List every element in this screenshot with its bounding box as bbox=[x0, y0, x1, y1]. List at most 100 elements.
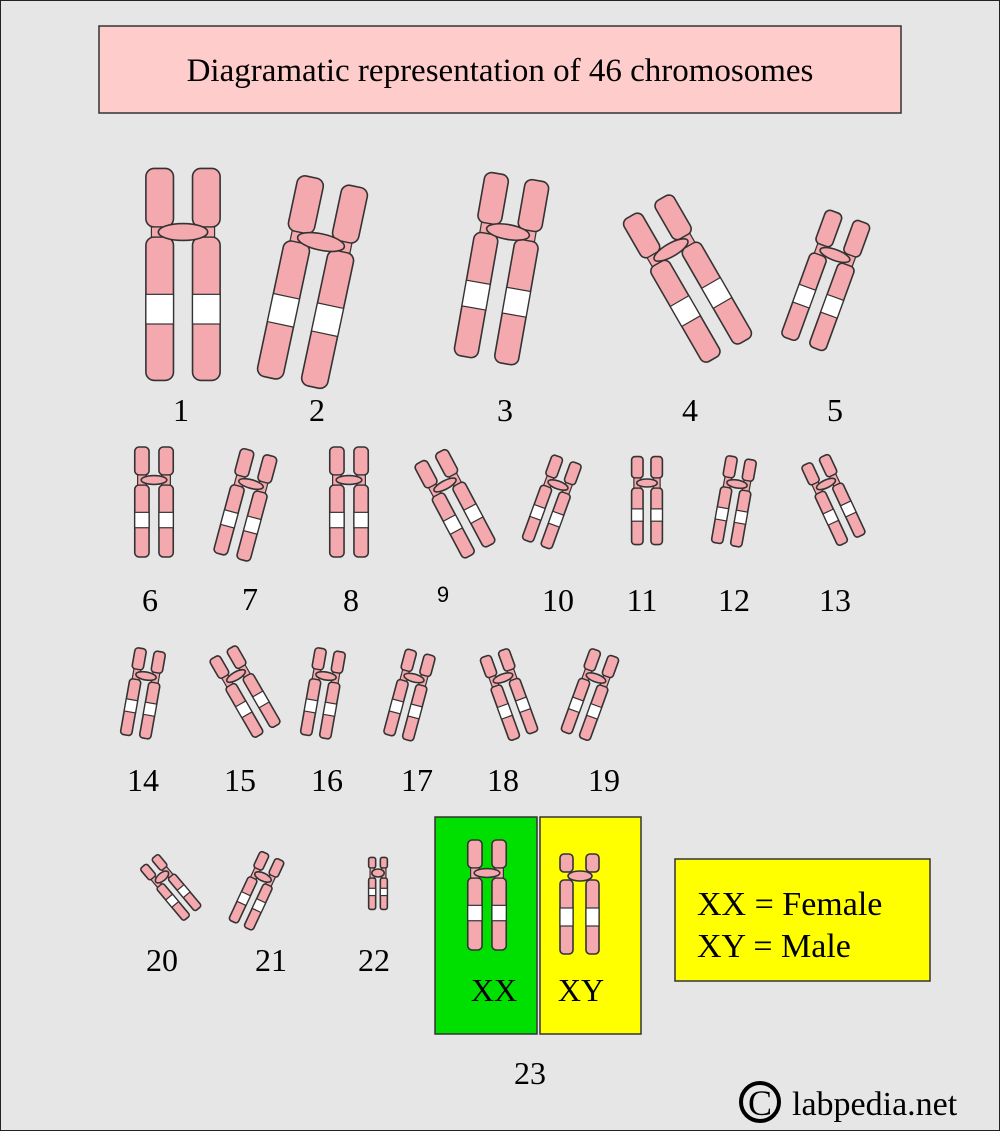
chromatid bbox=[236, 454, 278, 562]
chromosome-pair-10 bbox=[521, 454, 582, 550]
chromosome-label-19: 19 bbox=[588, 762, 620, 798]
chromatid bbox=[622, 212, 721, 363]
chromosome-label-9: 9 bbox=[437, 582, 449, 607]
chromosome-label-8: 8 bbox=[343, 582, 359, 618]
chromatid bbox=[138, 650, 167, 740]
title-box bbox=[98, 25, 902, 114]
female-sex-chromosome-box bbox=[434, 816, 538, 1035]
chromatid bbox=[630, 455, 644, 546]
chromatid bbox=[466, 839, 483, 951]
chromatid bbox=[729, 458, 758, 548]
chromatid bbox=[379, 856, 389, 911]
chromosome-pair-9 bbox=[414, 448, 496, 559]
centromere bbox=[225, 668, 247, 684]
chromosome-label-18: 18 bbox=[487, 762, 519, 798]
chromosome-label-13: 13 bbox=[819, 582, 851, 618]
chromatid bbox=[133, 446, 150, 558]
centromere bbox=[653, 238, 689, 262]
chromosome-label-3: 3 bbox=[497, 392, 513, 428]
chromatid bbox=[367, 856, 377, 911]
chromatid bbox=[151, 854, 202, 912]
centromere bbox=[485, 222, 531, 242]
chromatid bbox=[521, 454, 564, 543]
chromosome-label-2: 2 bbox=[309, 392, 325, 428]
centromere bbox=[473, 867, 501, 879]
chromatid bbox=[158, 446, 175, 558]
chromosome-pair-12 bbox=[710, 455, 758, 548]
chromatid bbox=[491, 839, 508, 951]
chromatid bbox=[145, 167, 175, 382]
chromatid bbox=[226, 645, 281, 729]
chromatid bbox=[453, 171, 510, 359]
chromatid bbox=[818, 453, 866, 538]
watermark: C labpedia.net bbox=[739, 1081, 958, 1123]
legend-male: XY = Male bbox=[697, 928, 851, 965]
legend-female: XX = Female bbox=[697, 886, 882, 923]
chromatid bbox=[497, 648, 539, 735]
chromosome-label-6: 6 bbox=[142, 582, 158, 618]
chromosome-pair-1 bbox=[145, 167, 221, 382]
copyright-symbol: C bbox=[748, 1083, 772, 1123]
diagram-title: Diagramatic representation of 46 chromos… bbox=[187, 53, 814, 89]
chromosome-label-15: 15 bbox=[224, 762, 256, 798]
centromere bbox=[253, 870, 273, 884]
chromosome-pair-17 bbox=[383, 648, 436, 742]
chromosome-pair-xx bbox=[466, 839, 508, 951]
chromosome-label-20: 20 bbox=[146, 942, 178, 978]
chromosomes bbox=[119, 167, 871, 931]
chromatid bbox=[328, 446, 345, 558]
centromere bbox=[135, 670, 157, 682]
centromere bbox=[819, 246, 851, 264]
chromatid bbox=[781, 209, 843, 342]
chromatid bbox=[119, 647, 147, 737]
centromere bbox=[335, 474, 363, 486]
chromosome-pair-4 bbox=[622, 194, 753, 363]
centromere bbox=[547, 479, 569, 491]
centromere bbox=[815, 477, 837, 491]
chromatid bbox=[434, 448, 496, 548]
centromere bbox=[492, 672, 514, 684]
chromatid bbox=[401, 653, 436, 742]
centromere bbox=[726, 478, 748, 490]
centromere bbox=[567, 870, 593, 882]
centromere bbox=[433, 477, 457, 493]
chromosome-pair-2 bbox=[256, 175, 369, 390]
xx-label: XX bbox=[471, 972, 517, 1008]
legend-box bbox=[674, 858, 931, 982]
chromosome-label-1: 1 bbox=[173, 392, 189, 428]
centromere bbox=[315, 670, 337, 682]
chromosome-pair-3 bbox=[453, 171, 550, 366]
chromosome-label-21: 21 bbox=[255, 942, 287, 978]
chromosome-label-11: 11 bbox=[627, 582, 658, 618]
centromere bbox=[296, 231, 346, 253]
chromosome-label-7: 7 bbox=[242, 581, 258, 617]
chromatid bbox=[191, 167, 221, 382]
chromosome-pair-19 bbox=[560, 648, 620, 741]
chromatid bbox=[256, 175, 325, 380]
chromatid bbox=[650, 455, 664, 546]
chromosome-pair-18 bbox=[479, 648, 539, 741]
chromosome-pair-21 bbox=[228, 850, 285, 931]
sex-chromosomes bbox=[466, 839, 600, 955]
chromatid bbox=[540, 461, 582, 550]
chromosome-pair-15 bbox=[209, 645, 281, 738]
chromosome-pair-8 bbox=[328, 446, 370, 558]
chromosome-pair-20 bbox=[140, 854, 202, 921]
chromosome-pair-11 bbox=[630, 455, 664, 546]
chromosome-label-16: 16 bbox=[311, 762, 343, 798]
chromosome-pair-14 bbox=[119, 647, 167, 740]
chromosome-label-4: 4 bbox=[682, 392, 698, 428]
centromere bbox=[140, 474, 168, 486]
xy-label: XY bbox=[558, 972, 604, 1008]
centromere bbox=[371, 868, 385, 878]
chromosome-pair-xy bbox=[559, 853, 600, 955]
chromatid bbox=[578, 654, 620, 741]
chromatid bbox=[353, 446, 370, 558]
chromosome-label-12: 12 bbox=[718, 582, 750, 618]
chromatid bbox=[300, 184, 369, 390]
chromosome-pair-13 bbox=[801, 453, 866, 547]
chromatid bbox=[479, 654, 521, 741]
chromosome-pair-7 bbox=[213, 447, 278, 562]
